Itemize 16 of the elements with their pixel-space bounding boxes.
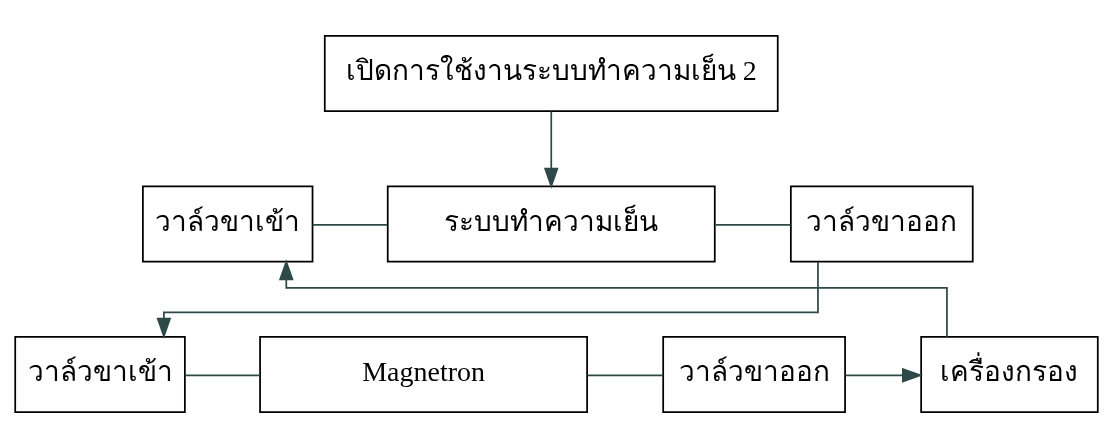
node-box: วาล์วขาออก xyxy=(662,335,846,413)
node-box: ระบบทำความเย็น xyxy=(386,185,716,263)
connector xyxy=(714,224,792,226)
arrow xyxy=(844,367,923,383)
connector xyxy=(586,374,664,377)
node-box: Magnetron xyxy=(259,335,588,413)
node-box: วาล์วขาเข้า xyxy=(142,185,314,263)
arrow xyxy=(156,261,819,339)
arrow xyxy=(543,110,559,189)
arrow xyxy=(278,259,948,338)
node-box: วาล์วขาออก xyxy=(789,185,974,263)
connector xyxy=(311,224,389,226)
node-box: เครื่องกรอง xyxy=(920,335,1099,413)
node-box: เปิดการใช้งานระบบทำความเย็น 2 xyxy=(323,35,779,113)
connector xyxy=(184,374,261,377)
node-box: วาล์วขาเข้า xyxy=(14,335,186,413)
